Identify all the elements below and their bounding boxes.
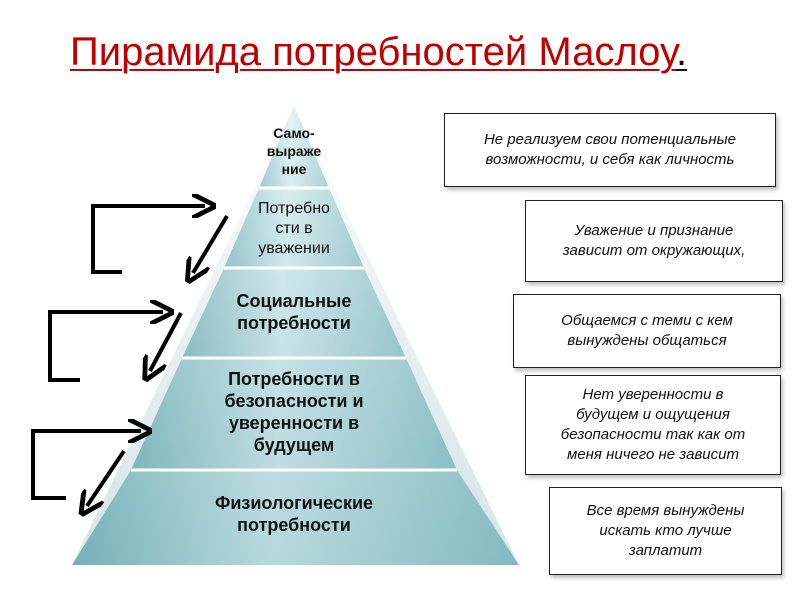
bracket-arrow-right-icon bbox=[31, 431, 141, 500]
diagonal-arrow-down-left-icon bbox=[150, 312, 183, 371]
pyramid-level-label: Физиологические потребности bbox=[214, 493, 374, 535]
pyramid-level-label: Само- выраже ние bbox=[266, 125, 322, 177]
note-box: Все время вынуждены искать кто лучше зап… bbox=[549, 487, 782, 575]
pyramid-level-label: Социальные потребности bbox=[236, 291, 352, 333]
note-text: Не реализуем свои потенциальные возможно… bbox=[483, 131, 737, 168]
note-box: Не реализуем свои потенциальные возможно… bbox=[444, 113, 776, 187]
title-dot: . bbox=[675, 30, 688, 74]
note-text: Общаемся с теми с кем вынуждены общаться bbox=[561, 312, 733, 349]
note-box: Уважение и признание зависит от окружающ… bbox=[525, 200, 783, 282]
note-text: Уважение и признание зависит от окружающ… bbox=[562, 222, 746, 259]
note-text: Нет уверенности в будущем и ощущения без… bbox=[560, 386, 746, 463]
note-box: Общаемся с теми с кем вынуждены общаться bbox=[513, 294, 781, 368]
diagonal-arrow-down-left-icon bbox=[193, 214, 229, 273]
bracket-arrow-right-icon bbox=[91, 206, 205, 274]
note-box: Нет уверенности в будущем и ощущения без… bbox=[525, 375, 781, 475]
pyramid-shade bbox=[72, 106, 519, 565]
diagonal-arrow-down-left-icon bbox=[87, 449, 126, 506]
note-text: Все время вынуждены искать кто лучше зап… bbox=[586, 502, 745, 559]
pyramid-level-label: Потребно сти в уважении bbox=[258, 200, 330, 257]
page-title: Пирамида потребностей Маслоу. bbox=[70, 28, 687, 76]
pyramid-level-label: Потребности в безопасности и уверенности… bbox=[224, 369, 364, 455]
title-text: Пирамида потребностей Маслоу bbox=[70, 30, 676, 74]
bracket-arrow-right-icon bbox=[48, 312, 163, 382]
